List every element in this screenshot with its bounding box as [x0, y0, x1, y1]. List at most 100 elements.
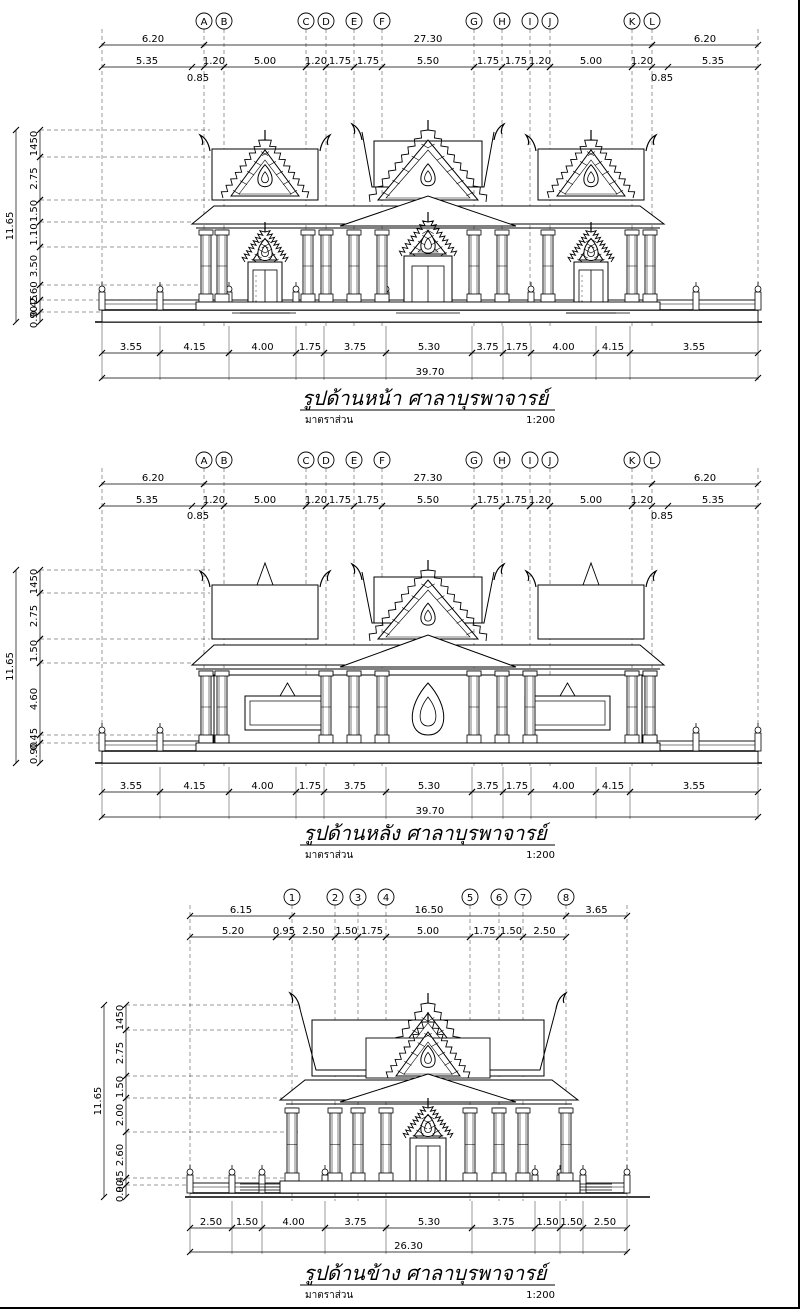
grid-bubble-label: B: [221, 456, 228, 467]
line: [264, 238, 272, 244]
outline: [198, 670, 214, 677]
dimension-label: 11.65: [5, 212, 16, 241]
outline: [378, 1107, 394, 1114]
line: [437, 595, 445, 600]
dimension-label: 0.85: [187, 511, 209, 522]
line: [587, 243, 595, 249]
dimension-label: 1.75: [299, 342, 321, 353]
dimension-label: 5.35: [136, 495, 158, 506]
grid-bubble-label: 5: [467, 893, 473, 904]
dimension-label: 1450: [29, 569, 40, 594]
finial-post: [228, 1165, 236, 1194]
dimension-label: 2.60: [115, 1144, 126, 1166]
flame-emblem-inner: [587, 171, 595, 184]
grid-bubble-label: 3: [355, 893, 361, 904]
dimension-label: 4.15: [602, 342, 624, 353]
line: [411, 155, 419, 161]
line: [12, 126, 20, 134]
grid-bubble-label: 1: [289, 893, 295, 904]
line: [239, 180, 248, 185]
line: [12, 759, 20, 767]
outline: [198, 229, 214, 236]
line: [601, 170, 610, 176]
entrance-porch: [234, 222, 296, 314]
finial-post: [692, 282, 700, 311]
line: [232, 190, 241, 195]
dimension-label: 5.50: [417, 495, 439, 506]
finial-post: [156, 282, 164, 311]
flame-emblem: [420, 1044, 436, 1068]
outline: [284, 1107, 300, 1114]
dimension-label: 2.50: [594, 1217, 616, 1228]
grid-bubble: A: [195, 12, 213, 30]
finial-post: [156, 723, 164, 752]
dimension-label: 1.20: [631, 495, 653, 506]
outline: [346, 229, 362, 236]
line: [392, 619, 400, 624]
line: [664, 63, 672, 71]
gable: [368, 560, 488, 642]
line: [264, 248, 273, 254]
line: [289, 190, 298, 195]
dimension-label: 0.85: [651, 511, 673, 522]
dimension-label: 3.75: [344, 1217, 366, 1228]
grid-bubble-label: L: [649, 456, 655, 467]
column: [198, 670, 214, 744]
dimension-label: 4.15: [602, 781, 624, 792]
dimension-label: 0.45: [29, 295, 40, 317]
line: [100, 1001, 108, 1009]
grid-bubble-label: B: [221, 17, 228, 28]
line: [392, 179, 400, 185]
dimension-label: 1.75: [477, 495, 499, 506]
line: [590, 248, 599, 254]
dimension-label: 4.15: [183, 342, 205, 353]
view-title: รูปด้านหลัง ศาลาบุรพาจารย์: [303, 821, 551, 846]
dimension-label: 1.20: [529, 56, 551, 67]
grid-bubble-label: I: [529, 456, 532, 467]
line: [12, 566, 20, 574]
outline: [195, 742, 661, 752]
grid-bubble-label: G: [470, 456, 478, 467]
grid-bubble-label: E: [351, 456, 357, 467]
outline: [350, 1107, 366, 1114]
dimension-label: 1.75: [329, 56, 351, 67]
line: [419, 1124, 428, 1130]
side-wing-roof: [198, 130, 332, 201]
panel-crest: [279, 682, 296, 697]
line: [421, 583, 429, 589]
dimension-label: 39.70: [416, 806, 445, 817]
scale-value: 1:200: [526, 850, 555, 861]
dimension-label: 1.50: [560, 1217, 582, 1228]
dimension-label: 1.75: [357, 56, 379, 67]
dimension-label: 0.85: [187, 73, 209, 84]
grid-bubble-label: F: [379, 456, 385, 467]
dimension-label: 5.30: [418, 781, 440, 792]
outline: [214, 229, 230, 236]
eave-finial: [645, 569, 658, 588]
roof-spire: [256, 561, 274, 586]
line: [424, 1033, 432, 1038]
wall-panel: [244, 682, 331, 731]
outline: [374, 670, 390, 677]
line: [436, 1029, 444, 1035]
line: [456, 619, 464, 624]
porch-roof: [339, 195, 517, 227]
dimension-label: 0.90: [115, 1180, 126, 1202]
dimension-label: 5.00: [580, 56, 602, 67]
dimension-label: 2.50: [302, 926, 324, 937]
line: [188, 63, 196, 71]
grid-bubble-label: I: [529, 17, 532, 28]
dimension-label: 26.30: [394, 1241, 423, 1252]
line: [246, 170, 255, 176]
gable: [402, 1098, 454, 1140]
gable: [398, 212, 458, 257]
outline: [494, 229, 510, 236]
line: [397, 1070, 405, 1075]
outline: [466, 229, 482, 236]
line: [427, 143, 435, 149]
dimension-label: 27.30: [414, 473, 443, 484]
grid-bubble-label: D: [322, 17, 330, 28]
